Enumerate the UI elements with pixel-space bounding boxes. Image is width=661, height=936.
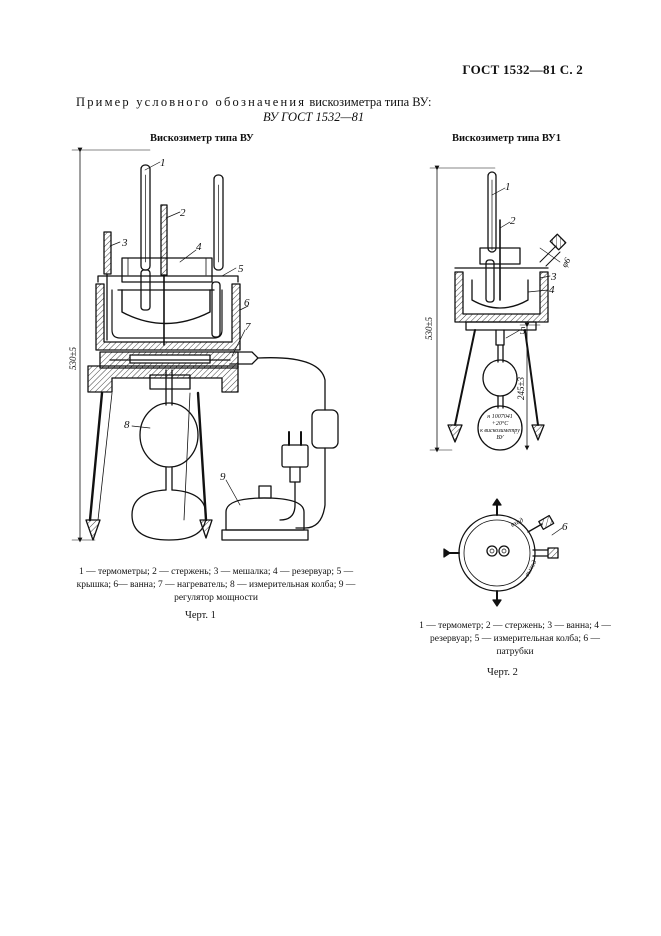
fig1-label-3: 3 [121, 237, 128, 249]
figure2-item-number: 5 [474, 634, 480, 644]
figure2-item-text: — стержень; [490, 621, 548, 631]
example-lead: Пример условного обозначения [76, 95, 307, 109]
figure2-item-number: 4 [594, 621, 600, 631]
figure1-item-number: 8 [229, 580, 235, 590]
figure1-item-text: — крышка; [76, 567, 354, 590]
rod [160, 204, 168, 276]
fig1-label-9: 9 [220, 471, 226, 483]
figure2-item-text: — патрубки [496, 634, 601, 657]
fig2-label-1: 1 [505, 181, 511, 193]
figure1-legend: 1 — термометры; 2 — стержень; 3 — мешалк… [72, 566, 360, 605]
flask-inscription-1: н 1007041 [487, 413, 512, 420]
figure1-item-number: 6 [113, 580, 119, 590]
figure2-drawing: 530±5 245±3 φ6 н [424, 165, 573, 607]
figure2-item-number: 1 [419, 621, 424, 631]
figure2-dimension-total: 530±5 [424, 317, 434, 340]
figure1-item-text: — измерительная колба; [234, 580, 339, 590]
fig1-label-4: 4 [196, 241, 202, 253]
figure1-item-number: 5 [336, 567, 342, 577]
figure2-item-number: 6 [583, 634, 589, 644]
figure2-dimension-d: φ6 [559, 255, 573, 269]
example-rest: вискозиметра типа ВУ: [306, 95, 432, 109]
figure1-item-text: — стержень; [156, 567, 214, 577]
designation-example: Пример условного обозначения вискозиметр… [76, 95, 431, 110]
figure1-item-text: — регулятор мощности [174, 580, 356, 603]
flask-vu1 [477, 405, 523, 451]
fig2-label-5: 5 [520, 325, 526, 337]
figure1-item-text: — ванна; [118, 580, 158, 590]
figure2-title: Вискозиметр типа ВУ1 [452, 133, 561, 144]
figure1-drawing: 530±5 [68, 147, 339, 543]
plan-mark-outlet: выход [523, 558, 539, 578]
figure1-item-text: — термометры; [83, 567, 153, 577]
figure1-item-number: 3 [213, 567, 219, 577]
wall-plug [281, 444, 309, 468]
fig1-label-8: 8 [124, 419, 130, 431]
figure1-title: Вискозиметр типа ВУ [150, 133, 254, 144]
figure2-dimension-lower: 245±3 [516, 377, 526, 400]
fig1-label-7: 7 [245, 321, 251, 333]
fig2-label-2: 2 [510, 215, 516, 227]
figure1-item-number: 7 [157, 580, 163, 590]
figure1-item-text: — нагреватель; [162, 580, 230, 590]
figure2-item-text: — ванна; [552, 621, 595, 631]
flask-inscription-2: +20°С [492, 420, 509, 427]
thermometer-2 [213, 174, 224, 271]
fig2-label-6: 6 [562, 521, 568, 533]
measuring-flask [139, 402, 199, 468]
fig2-label-4: 4 [549, 284, 555, 296]
fig1-label-2: 2 [180, 207, 186, 219]
figure2-item-number: 3 [547, 621, 553, 631]
figure1-caption: Черт. 1 [185, 610, 216, 621]
figure1-item-number: 1 [78, 567, 84, 577]
flask-inscription-4: ВУ [496, 435, 504, 441]
fig1-label-1: 1 [160, 157, 166, 169]
figure1-item-number: 9 [338, 580, 344, 590]
figure1-item-text: — резервуар; [277, 567, 337, 577]
figure2-legend: 1 — термометр; 2 — стержень; 3 — ванна; … [415, 620, 615, 659]
fig1-label-5: 5 [238, 263, 244, 275]
figure2-item-text: — термометр; [423, 621, 486, 631]
figure2-item-text: — резервуар; [429, 621, 611, 644]
page-header: ГОСТ 1532—81 С. 2 [462, 62, 583, 77]
figure1-dimension: 530±5 [68, 347, 78, 370]
figure2-item-number: 2 [485, 621, 491, 631]
designation-code: ВУ ГОСТ 1532—81 [263, 110, 365, 124]
bath-wall [95, 283, 241, 351]
fig2-label-3: 3 [550, 271, 557, 283]
figure1-item-number: 2 [152, 567, 157, 577]
flask-inscription-3: к вискозиметру [480, 428, 520, 434]
plug-housing [311, 409, 339, 449]
figure2-caption: Черт. 2 [487, 667, 518, 678]
stirrer [103, 231, 112, 275]
figure2-item-text: — измерительная колба; [479, 634, 584, 644]
figure1-item-number: 4 [272, 567, 278, 577]
fig1-label-6: 6 [244, 297, 250, 309]
figure1-item-text: — мешалка; [218, 567, 273, 577]
